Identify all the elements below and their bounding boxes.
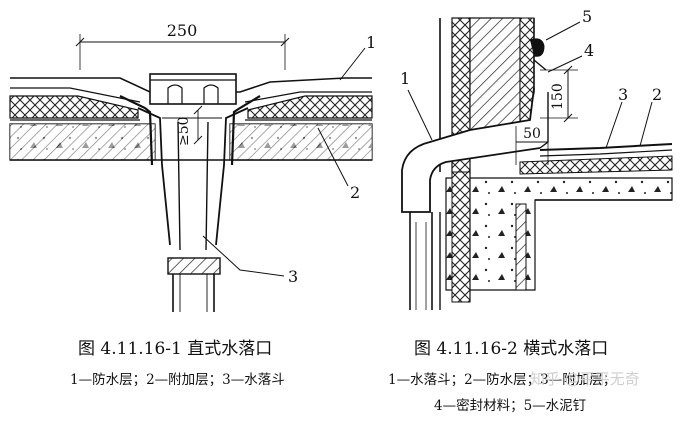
- left-figure-title: 图 4.11.16-1 直式水落口: [78, 339, 273, 359]
- right-callout-3: 3: [618, 85, 628, 104]
- watermark: 知乎 @平平无奇: [530, 370, 640, 388]
- right-callout-2: 2: [652, 85, 662, 104]
- right-figure-legend-line2: 4—密封材料；5—水泥钉: [434, 398, 587, 414]
- right-callout-4: 4: [584, 41, 594, 60]
- right-drawing: [401, 17, 673, 310]
- left-callout-1: 1: [366, 33, 376, 52]
- left-dim-50: ≥50: [176, 116, 192, 146]
- left-dim-250: 250: [167, 21, 198, 40]
- left-figure-legend: 1—防水层；2—附加层；3—水落斗: [70, 372, 285, 388]
- right-callout-1: 1: [400, 69, 410, 88]
- right-dim-150: 150: [550, 83, 566, 110]
- left-callout-3: 3: [288, 267, 298, 286]
- right-callout-5: 5: [582, 7, 592, 26]
- left-callout-2: 2: [350, 183, 360, 202]
- right-figure-title: 图 4.11.16-2 横式水落口: [414, 339, 609, 359]
- right-figure-legend-line1: 1—水落斗；2—防水层；3—附加层；: [388, 372, 617, 388]
- right-dim-50: 50: [523, 126, 541, 142]
- left-drawing: [9, 34, 373, 312]
